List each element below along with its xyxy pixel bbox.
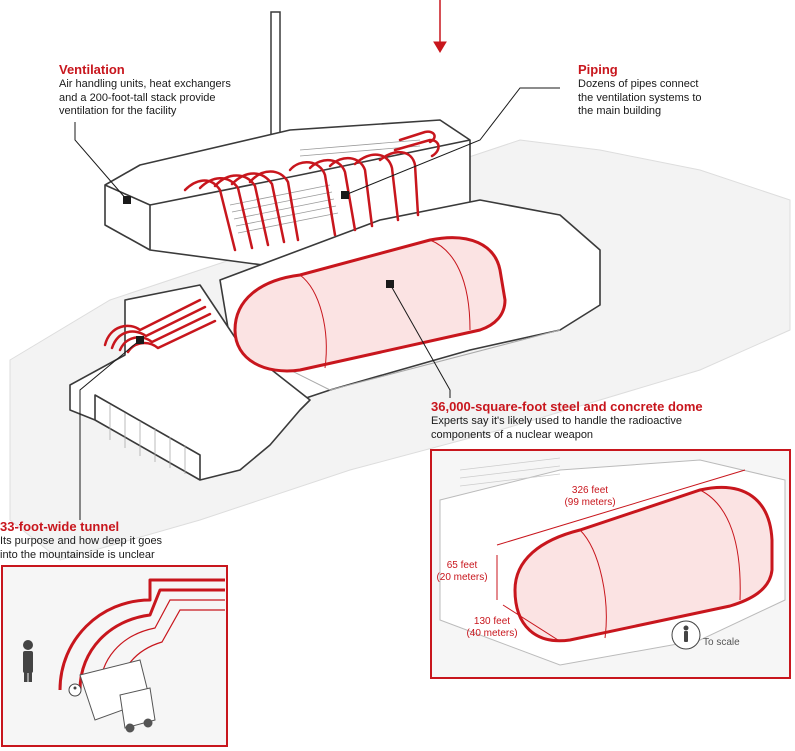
dome bbox=[233, 236, 507, 373]
tunnel-desc-2: into the mountainside is unclear bbox=[0, 548, 155, 561]
dome-desc-1: Experts say it's likely used to handle t… bbox=[431, 415, 682, 427]
down-arrow-icon bbox=[433, 0, 447, 53]
tunnel-building bbox=[69, 284, 311, 481]
piping-desc-2: the ventilation systems to bbox=[578, 91, 702, 104]
dome-length-label: 326 feet (99 meters) bbox=[555, 485, 625, 509]
piping-desc-1: Dozens of pipes connect bbox=[578, 78, 699, 90]
ventilation-title: Ventilation bbox=[59, 62, 125, 77]
tunnel-inset bbox=[1, 565, 228, 747]
dome-width-feet: 130 feet bbox=[473, 616, 511, 627]
person-marker-icon bbox=[68, 683, 82, 697]
dome-height-meters: (20 meters) bbox=[436, 572, 488, 583]
piping-label: Piping Dozens of pipes connect the venti… bbox=[578, 62, 702, 119]
person-silhouette-icon bbox=[23, 640, 33, 682]
ventilation-desc-1: Air handling units, heat exchangers bbox=[59, 78, 231, 90]
dome-height-label: 65 feet (20 meters) bbox=[430, 560, 494, 584]
piping bbox=[103, 130, 440, 354]
ventilation-label: Ventilation Air handling units, heat exc… bbox=[59, 62, 231, 119]
dome-height-feet: 65 feet bbox=[446, 560, 478, 571]
dome-width-label: 130 feet (40 meters) bbox=[460, 616, 524, 640]
tunnel-desc-1: Its purpose and how deep it goes bbox=[0, 535, 163, 547]
tunnel-title: 33-foot-wide tunnel bbox=[0, 519, 120, 534]
leader-lines bbox=[74, 87, 560, 520]
dome-desc-2: components of a nuclear weapon bbox=[431, 428, 594, 441]
ventilation-desc-3: ventilation for the facility bbox=[59, 105, 177, 117]
ventilation-desc-2: and a 200-foot-tall stack provide bbox=[59, 91, 216, 104]
tunnel-label: 33-foot-wide tunnel Its purpose and how … bbox=[0, 519, 162, 562]
leader-markers bbox=[123, 191, 394, 344]
person-icon bbox=[671, 620, 701, 650]
piping-desc-3: the main building bbox=[578, 105, 662, 117]
dome-scale-inset bbox=[430, 449, 791, 679]
dome-label: 36,000-square-foot steel and concrete do… bbox=[431, 399, 703, 442]
dome-width-meters: (40 meters) bbox=[466, 628, 518, 639]
scale-note: To scale bbox=[703, 637, 740, 648]
dome-title: 36,000-square-foot steel and concrete do… bbox=[431, 399, 703, 414]
dome-length-meters: (99 meters) bbox=[564, 497, 616, 508]
dome-length-feet: 326 feet bbox=[571, 485, 609, 496]
piping-title: Piping bbox=[578, 62, 618, 77]
truck bbox=[79, 659, 156, 733]
